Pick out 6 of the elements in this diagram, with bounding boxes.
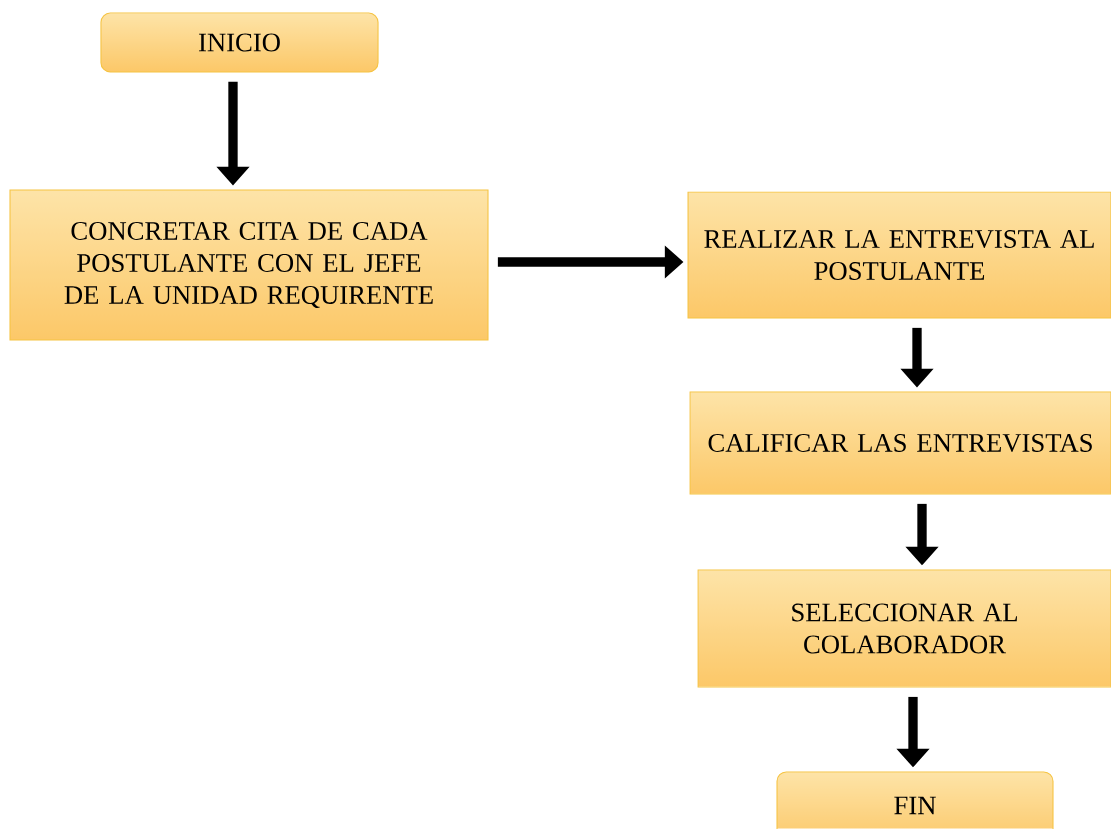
terminal-box: FIN [776,771,1054,829]
process-box: REALIZAR LA ENTREVISTA AL POSTULANTE [687,191,1111,319]
process-box: CALIFICAR LAS ENTREVISTAS [689,391,1111,495]
terminal-box: INICIO [100,12,379,73]
process-box: CONCRETAR CITA DE CADA POSTULANTE CON EL JEFE DE LA UNIDAD REQUIRENTE [9,189,489,341]
process-box: SELECCIONAR AL COLABORADOR [697,569,1111,688]
